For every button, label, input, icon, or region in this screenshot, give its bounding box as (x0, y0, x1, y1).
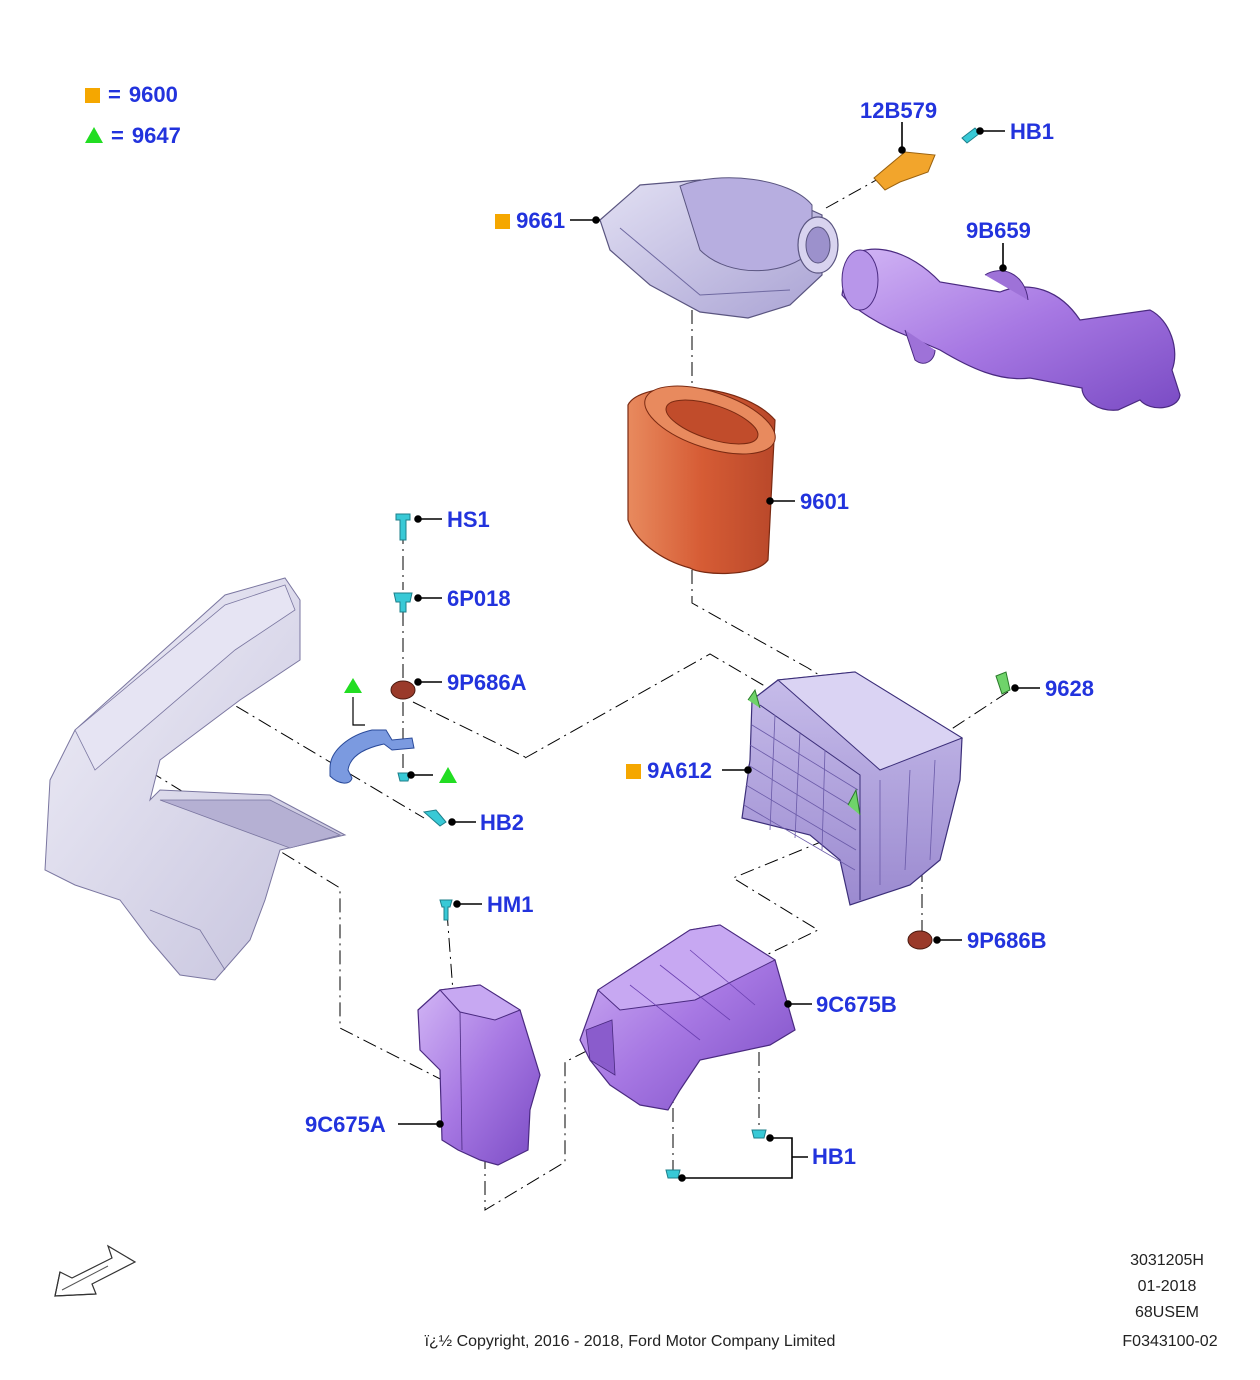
label-9C675A[interactable]: 9C675A (305, 1112, 386, 1137)
grommet-9P686A[interactable] (390, 680, 416, 700)
bolt-hb1-lower-a[interactable] (665, 1169, 681, 1179)
air-cleaner-tray-9A612[interactable] (741, 671, 964, 906)
small-screw-triangle[interactable] (397, 772, 411, 782)
grommet-9P686B[interactable] (907, 930, 933, 950)
triangle-marker-lower (439, 767, 457, 783)
legend-triangle: = 9647 (85, 125, 181, 147)
air-cleaner-cover-9661[interactable] (599, 177, 839, 319)
legend-square: = 9600 (85, 84, 178, 106)
label-hb1-top[interactable]: HB1 (1010, 119, 1055, 144)
label-9C675B[interactable]: 9C675B (816, 992, 897, 1017)
duct-9C675B[interactable] (579, 924, 796, 1111)
label-9B659[interactable]: 9B659 (966, 218, 1031, 243)
reference-code: 3031205H (1130, 1252, 1204, 1269)
label-9628[interactable]: 9628 (1045, 676, 1094, 701)
air-filter-element-9601[interactable] (627, 372, 783, 574)
label-9661[interactable]: 9661 (495, 210, 565, 232)
bolt-hb1-lower-b[interactable] (751, 1129, 767, 1139)
vehicle-body-structure (44, 577, 347, 981)
reference-market: 68USEM (1134, 1304, 1200, 1321)
square-marker-icon (85, 88, 100, 103)
legend-triangle-value: 9647 (131, 123, 181, 148)
reference-figure: F0343100-02 (1122, 1333, 1218, 1350)
label-hb2[interactable]: HB2 (480, 810, 525, 835)
label-hs1[interactable]: HS1 (447, 507, 490, 532)
label-hb1-bottom[interactable]: HB1 (812, 1144, 857, 1169)
clip-6P018[interactable] (393, 592, 413, 613)
square-marker-icon (495, 214, 510, 229)
triangle-marker-icon (85, 127, 103, 143)
duct-9C675A[interactable] (417, 984, 541, 1166)
label-9P686B[interactable]: 9P686B (967, 928, 1047, 953)
screw-hs1[interactable] (395, 513, 411, 541)
front-direction-arrow-icon (54, 1244, 137, 1297)
screw-hm1[interactable] (439, 899, 453, 921)
label-9661-text: 9661 (516, 208, 566, 233)
label-9P686A[interactable]: 9P686A (447, 670, 527, 695)
label-6P018[interactable]: 6P018 (447, 586, 511, 611)
legend-square-value: 9600 (128, 82, 178, 107)
square-marker-icon (626, 764, 641, 779)
legend-equals: = (111, 123, 124, 148)
copyright-notice: ï¿½ Copyright, 2016 - 2018, Ford Motor C… (424, 1333, 836, 1350)
label-9601[interactable]: 9601 (800, 489, 849, 514)
outlet-duct-9B659[interactable] (841, 248, 1181, 411)
callout-leaders (398, 122, 1040, 1182)
legend-equals: = (108, 82, 121, 107)
label-12B579[interactable]: 12B579 (860, 98, 938, 123)
label-9A612[interactable]: 9A612 (626, 760, 712, 782)
triangle-marker-upper (344, 678, 362, 693)
label-9A612-text: 9A612 (647, 758, 712, 783)
bolt-hb2[interactable] (422, 809, 447, 827)
reference-date: 01-2018 (1137, 1278, 1197, 1295)
bracket-12B579[interactable] (873, 151, 936, 191)
bracket-9647[interactable] (329, 729, 415, 784)
clip-9628[interactable] (995, 671, 1011, 695)
triangle-marker-upper-leader (352, 697, 365, 726)
label-hm1[interactable]: HM1 (487, 892, 534, 917)
